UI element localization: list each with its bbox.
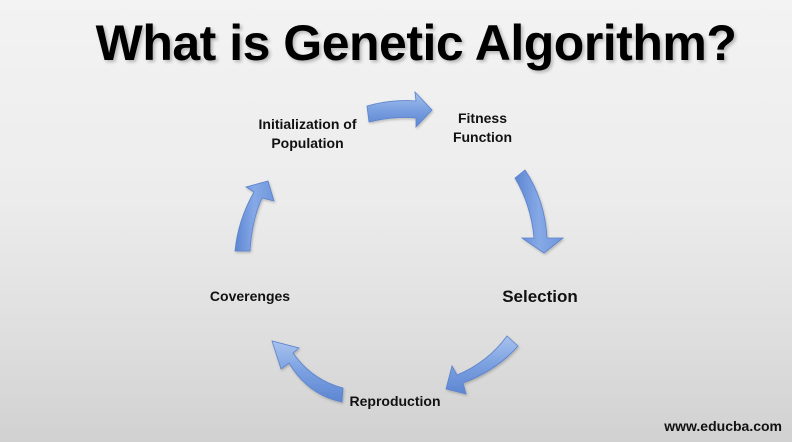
watermark: www.educba.com [664, 418, 782, 434]
curved-arrow-up-left-icon [271, 340, 344, 403]
node-fitness-function: Fitness Function [440, 109, 525, 147]
page-title: What is Genetic Algorithm? [95, 15, 737, 71]
curved-arrow-down-icon [514, 169, 565, 254]
curved-arrow-down-left-icon [445, 335, 519, 395]
node-label-line: Initialization of [258, 116, 357, 132]
node-label-line: Population [271, 135, 344, 151]
curved-arrow-right-icon [366, 90, 433, 129]
node-label-line: Selection [502, 287, 578, 306]
node-selection: Selection [495, 287, 585, 307]
node-label-line: Fitness [457, 110, 507, 126]
node-label-line: Function [452, 129, 513, 145]
curved-arrow-up-icon [234, 180, 275, 252]
node-coverenges: Coverenges [200, 287, 300, 306]
node-initialization-of-population: Initialization of Population [245, 115, 370, 153]
node-label-line: Coverenges [209, 288, 291, 304]
node-label-line: Reproduction [349, 393, 441, 409]
node-reproduction: Reproduction [340, 392, 450, 411]
